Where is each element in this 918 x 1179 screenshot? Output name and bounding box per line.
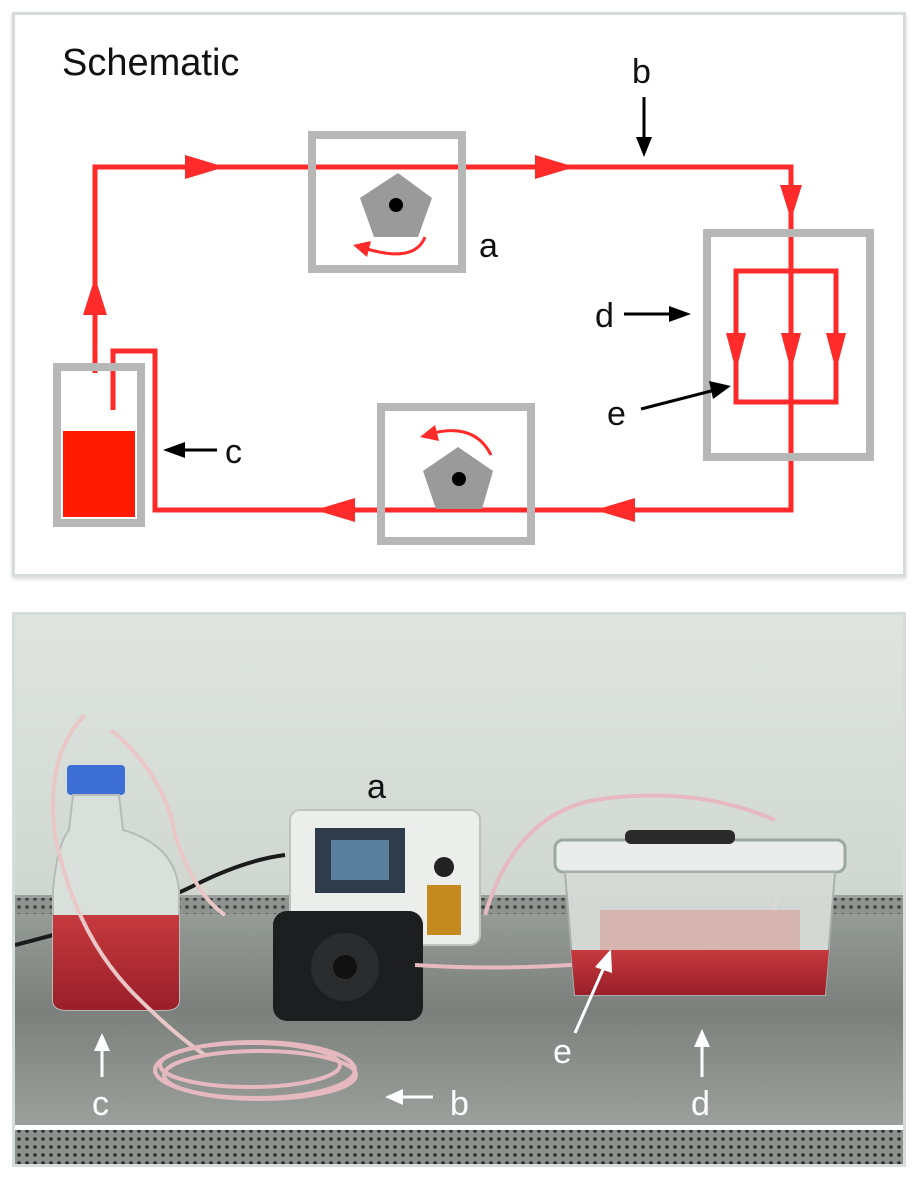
photo-pointer-e — [573, 949, 612, 1034]
schematic-label-b: b — [632, 53, 651, 91]
pump-keypad — [427, 885, 461, 935]
chamber-lid-handle — [625, 830, 735, 844]
photo-label-d: d — [691, 1085, 710, 1123]
pump-a-rotation-arrowhead — [353, 241, 371, 257]
tubing-coil — [153, 1040, 358, 1101]
bottle-tube-inlet — [51, 713, 207, 1057]
schematic-label-c: c — [225, 433, 242, 471]
bottle-medium — [53, 915, 179, 1010]
reservoir-c — [53, 363, 145, 527]
schematic-label-d: d — [595, 297, 614, 335]
schematic-pointer-d — [624, 306, 691, 322]
flow-arrow-bottom-left — [315, 498, 355, 522]
chamber-medium — [571, 950, 829, 995]
culture-chamber-d — [703, 229, 874, 461]
pump-return-axis — [452, 472, 466, 486]
pump-return — [377, 403, 535, 545]
bottle-cap — [67, 765, 125, 795]
flow-arrow-down-inlet — [780, 185, 802, 220]
flow-arrows — [83, 155, 846, 522]
photo-label-e: e — [553, 1033, 572, 1071]
schematic-label-a: a — [479, 227, 498, 265]
schematic-label-e: e — [607, 395, 626, 433]
reservoir-medium — [63, 431, 135, 517]
flow-line-bottom — [110, 348, 794, 513]
pump-knob — [434, 857, 454, 877]
reservoir-frame — [53, 363, 145, 527]
bottle-tube-outlet — [109, 728, 227, 917]
photo-pointer-c — [94, 1033, 110, 1077]
pump-head-hub — [333, 955, 357, 979]
flow-arrow-manifold-center — [781, 333, 801, 371]
schematic-pointer-e — [640, 381, 731, 411]
schematic-pointer-c — [163, 442, 217, 458]
pump-a — [308, 131, 466, 273]
peristaltic-pump — [273, 809, 481, 1021]
flow-arrow-top-right — [535, 155, 575, 179]
photo-label-b: b — [450, 1085, 469, 1123]
photo-label-c: c — [92, 1085, 109, 1123]
pump-display-screen — [331, 840, 389, 880]
flow-arrow-manifold-right — [826, 333, 846, 371]
flow-arrow-up-left — [83, 277, 107, 315]
flow-arrow-top-left — [185, 155, 225, 179]
pump-a-frame — [308, 131, 466, 273]
flow-arrow-bottom-right — [595, 498, 635, 522]
photo-label-a: a — [367, 768, 386, 806]
bench-perforation-bottom — [15, 1130, 903, 1164]
medium-bottle — [51, 713, 227, 1057]
schematic-panel: Schematic — [12, 12, 906, 577]
pump-return-rotation-arrowhead — [420, 425, 439, 441]
schematic-pointer-b — [636, 97, 652, 157]
pump-return-frame — [377, 403, 535, 545]
pump-return-rotation-arrow — [432, 429, 493, 456]
schematic-diagram: Schematic — [53, 42, 874, 545]
chamber-insert — [600, 910, 800, 950]
pump-a-rotation-arrow — [366, 236, 427, 256]
schematic-title: Schematic — [62, 42, 239, 84]
flow-arrow-manifold-left — [726, 333, 746, 371]
chamber-lid — [553, 838, 847, 874]
culture-chamber — [553, 830, 847, 996]
pump-a-axis — [389, 198, 403, 212]
tube-from-chamber — [483, 793, 776, 916]
setup-photo-drawing: a c b e d — [15, 615, 903, 1164]
photo-pointer-b — [385, 1089, 433, 1105]
manifold-bottom — [733, 345, 839, 405]
photo-pointer-d — [694, 1029, 710, 1077]
manifold-top — [733, 268, 839, 355]
setup-photo: a c b e d — [12, 612, 906, 1167]
